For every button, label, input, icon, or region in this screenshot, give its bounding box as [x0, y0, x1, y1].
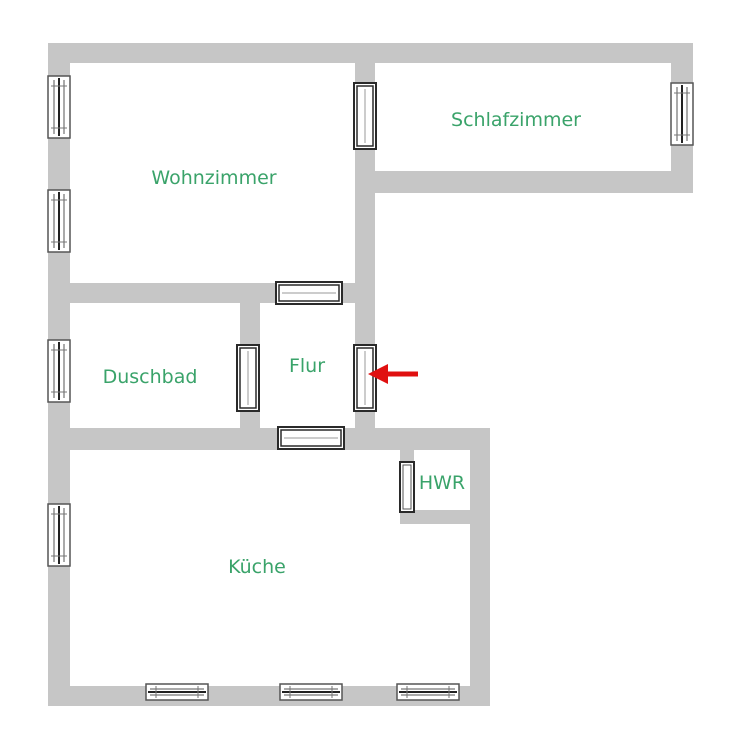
- doors: [236, 82, 415, 513]
- window-living-2: [47, 189, 71, 253]
- door-entrance: [353, 344, 377, 412]
- window-kitchen-bottom-2: [279, 683, 343, 701]
- door-hwr: [399, 461, 415, 513]
- window-living-1: [47, 75, 71, 139]
- room-labels: Wohnzimmer Schlafzimmer Duschbad Flur HW…: [103, 109, 582, 578]
- label-wohnzimmer: Wohnzimmer: [151, 167, 276, 189]
- window-bath: [47, 339, 71, 403]
- wall-hwr-bottom: [400, 510, 490, 524]
- door-bath: [236, 344, 260, 412]
- window-bedroom: [670, 82, 694, 146]
- wall-bedroom-bottom: [355, 171, 693, 193]
- window-kitchen-bottom-3: [396, 683, 460, 701]
- door-bedroom: [353, 82, 377, 150]
- window-kitchen-left: [47, 503, 71, 567]
- arrow-left-icon: [368, 364, 418, 384]
- label-flur: Flur: [289, 355, 325, 377]
- wall-kitchen-top: [48, 428, 490, 450]
- wall-right-kitchen: [470, 428, 490, 706]
- door-living: [275, 281, 343, 305]
- label-duschbad: Duschbad: [103, 366, 198, 388]
- label-hwr: HWR: [419, 472, 465, 494]
- label-schlafzimmer: Schlafzimmer: [451, 109, 581, 131]
- door-kitchen: [277, 426, 345, 450]
- window-kitchen-bottom-1: [145, 683, 209, 701]
- label-kueche: Küche: [228, 556, 286, 578]
